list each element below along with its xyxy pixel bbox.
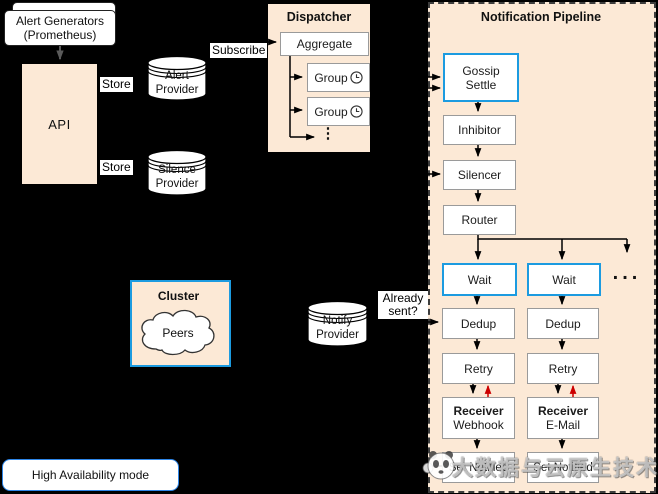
already-sent-label: Already sent? — [378, 291, 428, 319]
cluster-title: Cluster — [157, 289, 200, 303]
notify-provider-database: Notify Provider — [307, 300, 368, 347]
alert-provider-database: Alert Provider — [147, 55, 207, 101]
receiver-webhook-box: Receiver Webhook — [442, 397, 515, 439]
dispatcher-title: Dispatcher — [286, 10, 352, 24]
wait-box-1: Wait — [442, 263, 517, 296]
already-sent-line1: Already — [382, 291, 424, 305]
group2-label: Group — [314, 104, 348, 119]
gossip-settle-box: Gossip Settle — [443, 53, 519, 102]
pipeline-title: Notification Pipeline — [480, 10, 602, 24]
retry-box-2: Retry — [527, 353, 599, 384]
notify-provider-label: Notify Provider — [316, 315, 359, 341]
wait-box-2: Wait — [527, 263, 601, 296]
clock-icon — [350, 71, 363, 84]
already-sent-line2: sent? — [388, 304, 418, 318]
silencer-box: Silencer — [443, 160, 516, 190]
clock-icon — [350, 105, 363, 118]
alert-generators-box: Alert Generators (Prometheus) — [4, 10, 116, 46]
high-availability-mode-box: High Availability mode — [2, 459, 179, 491]
retry-box-1: Retry — [442, 353, 515, 384]
inhibitor-box: Inhibitor — [443, 115, 516, 145]
router-box: Router — [443, 205, 516, 235]
store-label-bottom: Store — [100, 160, 133, 175]
silence-provider-database: Silence Provider — [147, 149, 207, 196]
database-icon — [307, 300, 368, 347]
subscribe-label: Subscribe — [210, 43, 268, 58]
api-label: API — [48, 116, 71, 132]
set-notified-box-2: Set Notified — [527, 452, 599, 483]
group-box-1: Group — [307, 63, 370, 92]
alert-generators-line1: Alert Generators — [15, 14, 105, 28]
dedup-box-1: Dedup — [442, 308, 515, 339]
group-box-2: Group — [307, 97, 370, 126]
store-label-top: Store — [100, 77, 133, 92]
receiver-email-box: Receiver E-Mail — [527, 397, 599, 439]
peers-label: Peers — [162, 326, 194, 340]
cloud-icon — [141, 309, 215, 356]
database-icon — [147, 55, 207, 101]
pipeline-ellipsis: ... — [612, 262, 642, 284]
database-icon — [147, 149, 207, 196]
silence-provider-label: Silence Provider — [155, 164, 199, 190]
dedup-box-2: Dedup — [527, 308, 599, 339]
dispatcher-ellipsis: ⋮ — [320, 125, 336, 142]
alert-provider-label: Alert Provider — [155, 70, 199, 96]
api-box: API — [22, 64, 97, 184]
alert-generators-line2: (Prometheus) — [23, 28, 97, 42]
aggregate-box: Aggregate — [280, 32, 369, 56]
watermark-text: 大数据与云原生技术分享 — [452, 457, 658, 480]
group1-label: Group — [314, 70, 348, 85]
